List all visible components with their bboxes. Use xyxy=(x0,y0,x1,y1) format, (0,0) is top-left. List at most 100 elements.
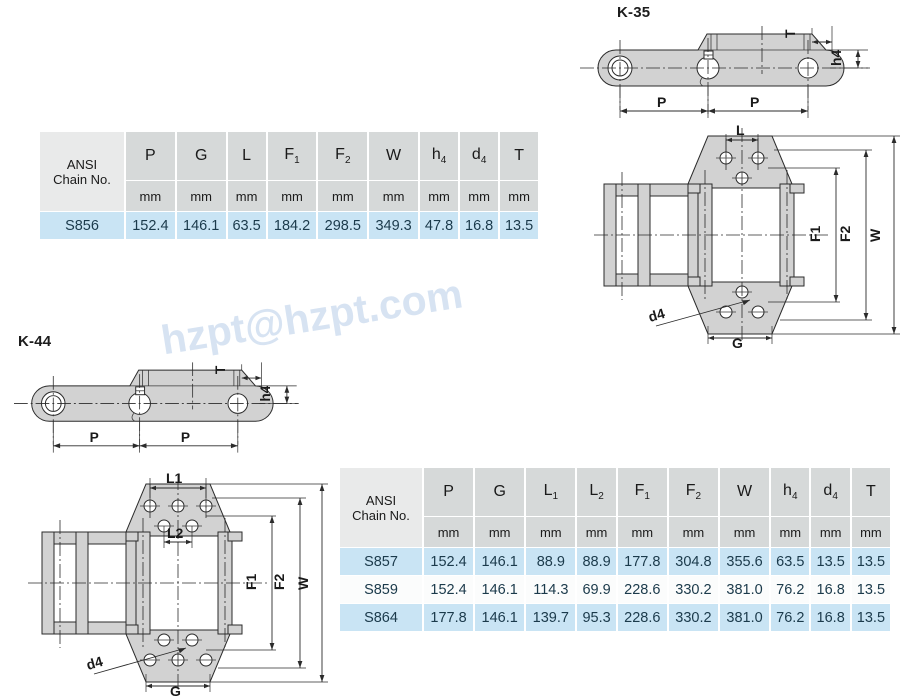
unit-p: mm xyxy=(423,516,476,548)
cell-w: 381.0 xyxy=(718,575,772,604)
header-col-p: P xyxy=(125,132,177,181)
unit-h4: mm xyxy=(770,516,812,548)
unit-p: mm xyxy=(125,180,177,212)
unit-w: mm xyxy=(718,516,772,548)
k35-dim-l: L xyxy=(736,122,745,138)
header-col-l1: L1 xyxy=(525,468,578,517)
cell-d4: 16.8 xyxy=(810,603,852,632)
cell-h4: 47.8 xyxy=(419,211,461,240)
cell-w: 381.0 xyxy=(718,603,772,632)
k35-dim-w: W xyxy=(867,228,883,242)
cell-f1: 228.6 xyxy=(616,603,669,632)
spec-table-bottom: ANSI Chain No. P G L1 L2 F1 F2 W h4 d4 T… xyxy=(340,468,890,632)
header-symbol-row: ANSI Chain No. P G L F1 F2 W h4 d4 T xyxy=(40,132,538,212)
k44-dim-p2: P xyxy=(181,430,190,445)
k44-dim-t: T xyxy=(213,365,228,374)
spec-table-top-body: S856 152.4 146.1 63.5 184.2 298.5 349.3 … xyxy=(40,211,538,240)
cell-g: 146.1 xyxy=(474,547,527,576)
unit-t: mm xyxy=(850,516,890,548)
cell-chain-no: S856 xyxy=(40,211,126,240)
header-chain-no: ANSI Chain No. xyxy=(40,132,126,212)
cell-p: 177.8 xyxy=(423,603,476,632)
cell-p: 152.4 xyxy=(125,211,177,240)
k44-dim-l2: L2 xyxy=(167,525,184,541)
spec-table-bottom-head: ANSI Chain No. P G L1 L2 F1 F2 W h4 d4 T… xyxy=(340,468,890,548)
cell-l2: 69.9 xyxy=(576,575,618,604)
header-col-f1: F1 xyxy=(266,132,319,181)
cell-w: 349.3 xyxy=(368,211,420,240)
cell-f1: 184.2 xyxy=(266,211,319,240)
cell-l2: 88.9 xyxy=(576,547,618,576)
cell-t: 13.5 xyxy=(850,547,890,576)
cell-h4: 63.5 xyxy=(770,547,812,576)
cell-f2: 330.2 xyxy=(667,603,720,632)
k44-dim-l1: L1 xyxy=(166,470,183,486)
header-col-w: W xyxy=(718,468,772,517)
k35-dim-h4: h4 xyxy=(828,49,844,66)
cell-t: 13.5 xyxy=(850,575,890,604)
k44-front-view: L1 L2 F1 F2 W G xyxy=(28,470,328,696)
table-row: S859 152.4 146.1 114.3 69.9 228.6 330.2 … xyxy=(340,575,890,604)
header-chain-no: ANSI Chain No. xyxy=(340,468,424,548)
k35-dim-p1: P xyxy=(657,94,666,110)
unit-f2: mm xyxy=(667,516,720,548)
table-row: S864 177.8 146.1 139.7 95.3 228.6 330.2 … xyxy=(340,603,890,632)
header-col-f1: F1 xyxy=(616,468,669,517)
k44-dim-f1: F1 xyxy=(243,573,259,590)
cell-f2: 304.8 xyxy=(667,547,720,576)
table-row: S857 152.4 146.1 88.9 88.9 177.8 304.8 3… xyxy=(340,547,890,576)
k44-dim-h4: h4 xyxy=(258,385,273,401)
cell-l1: 88.9 xyxy=(525,547,578,576)
header-col-d4: d4 xyxy=(459,132,501,181)
k44-drawing-title: K-44 xyxy=(18,333,52,350)
k44-side-view: P P T h4 xyxy=(14,362,299,453)
header-col-g: G xyxy=(175,132,228,181)
cell-chain-no: S857 xyxy=(340,547,424,576)
k44-dim-p1: P xyxy=(90,430,99,445)
unit-f1: mm xyxy=(616,516,669,548)
k35-dim-f1: F1 xyxy=(807,225,823,242)
k35-dim-t: T xyxy=(782,29,798,38)
header-col-g: G xyxy=(474,468,527,517)
cell-h4: 76.2 xyxy=(770,575,812,604)
header-col-h4: h4 xyxy=(419,132,461,181)
cell-h4: 76.2 xyxy=(770,603,812,632)
unit-t: mm xyxy=(499,180,538,212)
header-col-f2: F2 xyxy=(317,132,370,181)
header-col-d4: d4 xyxy=(810,468,852,517)
cell-f1: 177.8 xyxy=(616,547,669,576)
cell-chain-no: S864 xyxy=(340,603,424,632)
header-col-l: L xyxy=(226,132,268,181)
k44-dim-w: W xyxy=(295,576,311,590)
cell-d4: 16.8 xyxy=(810,575,852,604)
unit-d4: mm xyxy=(459,180,501,212)
header-symbol-row: ANSI Chain No. P G L1 L2 F1 F2 W h4 d4 T xyxy=(340,468,890,548)
cell-p: 152.4 xyxy=(423,575,476,604)
k35-drawing-title: K-35 xyxy=(617,4,651,21)
table-row: S856 152.4 146.1 63.5 184.2 298.5 349.3 … xyxy=(40,211,538,240)
unit-w: mm xyxy=(368,180,420,212)
unit-f2: mm xyxy=(317,180,370,212)
cell-p: 152.4 xyxy=(423,547,476,576)
header-col-p: P xyxy=(423,468,476,517)
cell-w: 355.6 xyxy=(718,547,772,576)
k35-dim-g: G xyxy=(732,335,743,351)
header-col-w: W xyxy=(368,132,420,181)
header-unit-row: mm mm mm mm mm mm mm mm mm mm xyxy=(340,516,890,548)
header-col-f2: F2 xyxy=(667,468,720,517)
cell-chain-no: S859 xyxy=(340,575,424,604)
k44-dim-d4: d4 xyxy=(84,653,104,673)
k35-dim-f2: F2 xyxy=(837,225,853,242)
spec-table-top-head: ANSI Chain No. P G L F1 F2 W h4 d4 T mm … xyxy=(40,132,538,212)
cell-g: 146.1 xyxy=(474,575,527,604)
k44-dim-f2: F2 xyxy=(271,573,287,590)
cell-d4: 16.8 xyxy=(459,211,501,240)
unit-l2: mm xyxy=(576,516,618,548)
unit-f1: mm xyxy=(266,180,319,212)
spec-table-bottom-body: S857 152.4 146.1 88.9 88.9 177.8 304.8 3… xyxy=(340,547,890,632)
unit-l1: mm xyxy=(525,516,578,548)
spec-table-top: ANSI Chain No. P G L F1 F2 W h4 d4 T mm … xyxy=(40,132,538,240)
unit-g: mm xyxy=(474,516,527,548)
cell-f2: 298.5 xyxy=(317,211,370,240)
cell-g: 146.1 xyxy=(175,211,228,240)
